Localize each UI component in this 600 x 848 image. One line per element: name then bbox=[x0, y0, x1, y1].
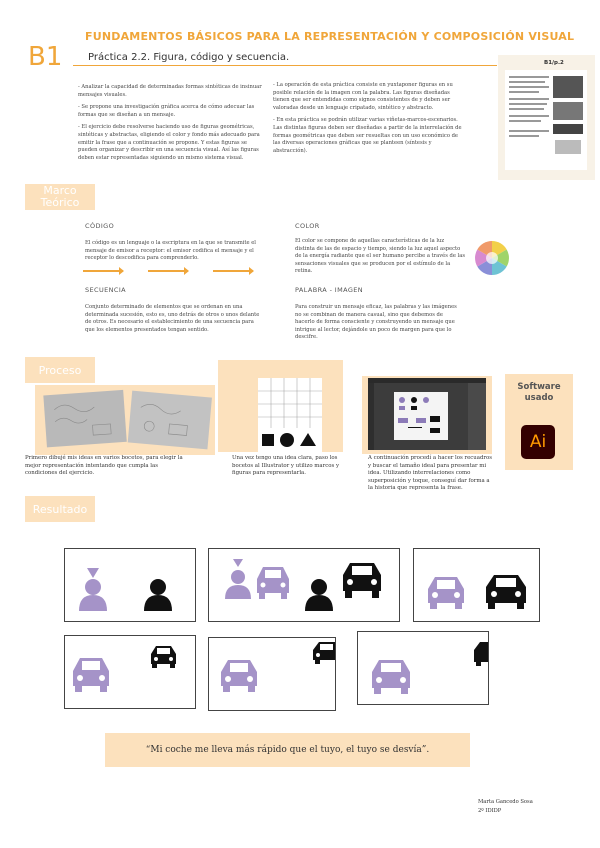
header-divider bbox=[73, 65, 497, 66]
illustrator-icon-label: Ai bbox=[529, 432, 547, 452]
grid-shapes bbox=[258, 378, 322, 452]
resultado-banner: Resultado bbox=[25, 496, 95, 522]
proceso-banner: Proceso bbox=[25, 357, 95, 383]
intro-right: - La operación de esta práctica consiste… bbox=[273, 82, 463, 155]
illustrator-icon: Ai bbox=[521, 425, 555, 459]
intro-left: - Analizar la capacidad de determinadas … bbox=[78, 84, 268, 162]
result-frame-3 bbox=[413, 548, 540, 622]
author-name: Marta Gancedo Sosa bbox=[478, 799, 533, 805]
brief-page-sketch bbox=[509, 76, 583, 154]
brief-page-preview bbox=[505, 70, 587, 170]
intro-paragraph: - El ejercicio debe resolverse haciendo … bbox=[78, 124, 260, 161]
sequence-arrows bbox=[83, 267, 263, 275]
resultado-banner-label: Resultado bbox=[32, 502, 88, 516]
sketch-photos bbox=[40, 388, 215, 453]
arrow-icon bbox=[83, 267, 124, 275]
software-label: Software usado bbox=[517, 382, 561, 403]
result-frame-4 bbox=[64, 635, 196, 709]
result-frame-6 bbox=[357, 631, 489, 705]
palabra-imagen-heading: PALABRA - IMAGEN bbox=[295, 286, 364, 294]
arrow-icon bbox=[148, 267, 189, 275]
proceso-caption-3: A continuación procedí a hacer los recua… bbox=[368, 455, 493, 492]
codigo-text: El código es un lenguaje o la escriptura… bbox=[85, 240, 256, 262]
marco-banner-label: Marco Teórico bbox=[40, 184, 80, 209]
codigo-heading: CÓDIGO bbox=[85, 222, 115, 230]
arrow-icon bbox=[213, 267, 254, 275]
illustrator-screenshot bbox=[368, 378, 486, 450]
marco-banner: Marco Teórico bbox=[25, 184, 95, 210]
color-wheel-icon bbox=[474, 240, 510, 276]
phrase-quote: “Mi coche me lleva más rápido que el tuy… bbox=[105, 733, 470, 767]
intro-paragraph: - Se propone una investigación gráfica a… bbox=[78, 104, 255, 118]
proceso-banner-label: Proceso bbox=[38, 363, 82, 377]
result-frame-2 bbox=[208, 548, 400, 622]
proceso-caption-1: Primero dibujé mis ideas en varios bocet… bbox=[25, 455, 183, 477]
practice-subtitle: Práctica 2.2. Figura, código y secuencia… bbox=[88, 52, 290, 63]
block-code: B1 bbox=[28, 42, 63, 72]
color-text: El color se compone de aquellas caracter… bbox=[295, 238, 465, 275]
palabra-imagen-text: Para construir un mensaje eficaz, las pa… bbox=[295, 304, 457, 341]
proceso-caption-2: Una vez tengo una idea clara, paso los b… bbox=[232, 455, 339, 477]
page-tag: B1/p.2 bbox=[544, 60, 564, 66]
result-frame-1 bbox=[64, 548, 196, 622]
page-title: FUNDAMENTOS BÁSICOS PARA LA REPRESENTACI… bbox=[85, 30, 575, 43]
intro-paragraph: - Analizar la capacidad de determinadas … bbox=[78, 84, 262, 98]
result-frame-5 bbox=[208, 637, 336, 711]
color-heading: COLOR bbox=[295, 222, 320, 230]
secuencia-heading: SECUENCIA bbox=[85, 286, 127, 294]
intro-paragraph: - En esta práctica se podrán utilizar va… bbox=[273, 117, 462, 154]
intro-paragraph: - La operación de esta práctica consiste… bbox=[273, 82, 453, 111]
secuencia-text: Conjunto determinado de elementos que se… bbox=[85, 304, 260, 333]
author-course: 2º IDIDP bbox=[478, 808, 502, 814]
